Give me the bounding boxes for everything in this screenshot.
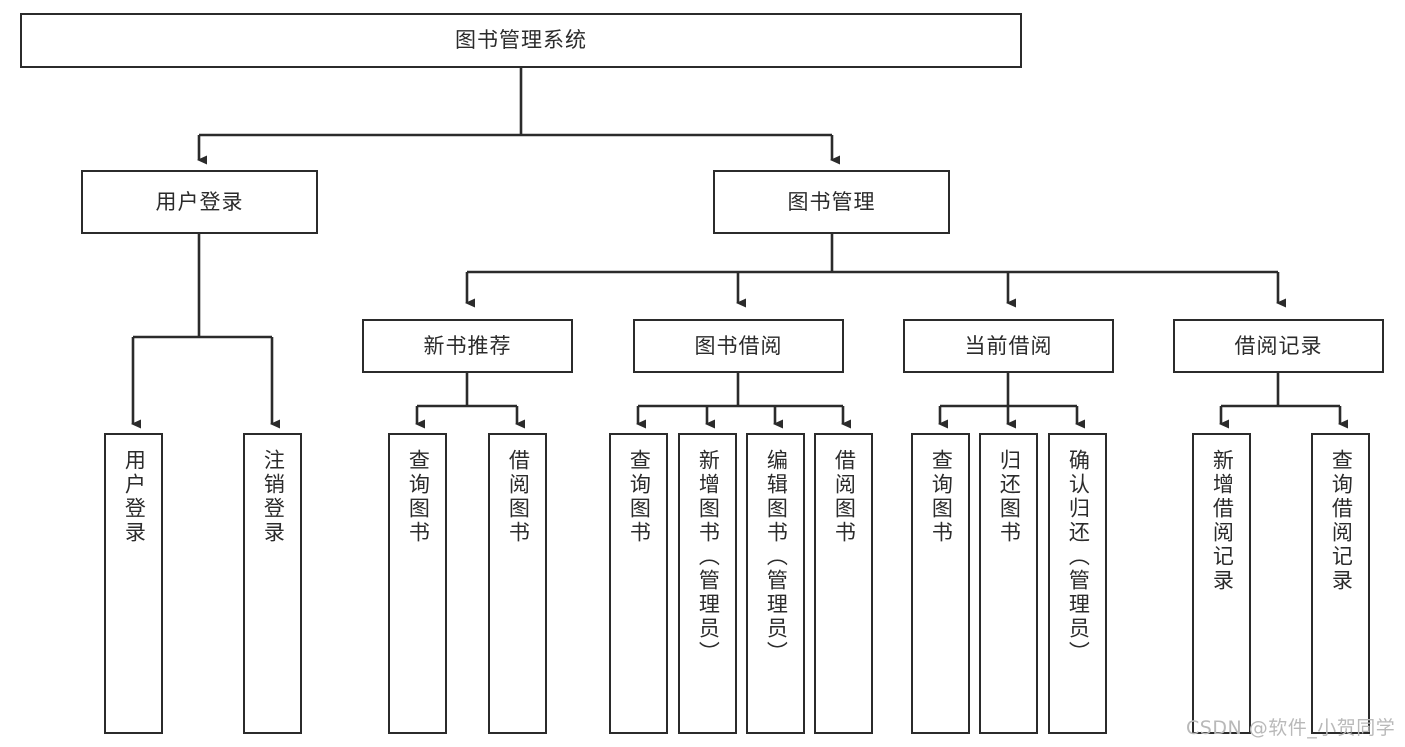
leaf-user-login[interactable]: 用户登录	[104, 433, 163, 734]
node-label: 新增借阅记录	[1210, 449, 1235, 593]
node-label: 新增图书（管理员）	[696, 449, 721, 665]
node-book-manage[interactable]: 图书管理	[713, 170, 950, 234]
node-new-book-recommend[interactable]: 新书推荐	[362, 319, 573, 373]
node-book-borrow[interactable]: 图书借阅	[633, 319, 844, 373]
node-label: 借阅记录	[1234, 333, 1323, 358]
node-label: 用户登录	[155, 189, 244, 214]
leaf-add-borrow-record[interactable]: 新增借阅记录	[1192, 433, 1251, 734]
node-label: 当前借阅	[964, 333, 1053, 358]
node-user-login[interactable]: 用户登录	[81, 170, 318, 234]
leaf-borrow-book-recommend[interactable]: 借阅图书	[488, 433, 547, 734]
node-label: 借阅图书	[832, 449, 857, 545]
leaf-logout-login[interactable]: 注销登录	[243, 433, 302, 734]
node-current-borrow[interactable]: 当前借阅	[903, 319, 1114, 373]
node-label: 图书管理系统	[455, 28, 587, 53]
leaf-query-book-recommend[interactable]: 查询图书	[388, 433, 447, 734]
node-label: 确认归还（管理员）	[1066, 449, 1091, 665]
node-label: 编辑图书（管理员）	[764, 449, 789, 665]
node-label: 查询借阅记录	[1329, 449, 1354, 593]
leaf-query-borrow-record[interactable]: 查询借阅记录	[1311, 433, 1370, 734]
node-label: 图书借阅	[694, 333, 783, 358]
node-label: 新书推荐	[423, 333, 512, 358]
node-borrow-record[interactable]: 借阅记录	[1173, 319, 1384, 373]
leaf-query-book-current[interactable]: 查询图书	[911, 433, 970, 734]
node-label: 归还图书	[997, 449, 1022, 545]
node-label: 查询图书	[627, 449, 652, 545]
leaf-return-book[interactable]: 归还图书	[979, 433, 1038, 734]
node-label: 查询图书	[406, 449, 431, 545]
node-label: 用户登录	[122, 449, 147, 545]
node-label: 借阅图书	[506, 449, 531, 545]
node-label: 图书管理	[787, 189, 876, 214]
leaf-query-book-borrow[interactable]: 查询图书	[609, 433, 668, 734]
leaf-confirm-return-admin[interactable]: 确认归还（管理员）	[1048, 433, 1107, 734]
csdn-watermark: CSDN @软件_小贺同学	[1186, 717, 1396, 739]
node-root-book-management-system[interactable]: 图书管理系统	[20, 13, 1022, 68]
leaf-borrow-book-borrow[interactable]: 借阅图书	[814, 433, 873, 734]
leaf-edit-book-admin[interactable]: 编辑图书（管理员）	[746, 433, 805, 734]
node-label: 查询图书	[929, 449, 954, 545]
node-label: 注销登录	[261, 449, 286, 545]
leaf-add-book-admin[interactable]: 新增图书（管理员）	[678, 433, 737, 734]
